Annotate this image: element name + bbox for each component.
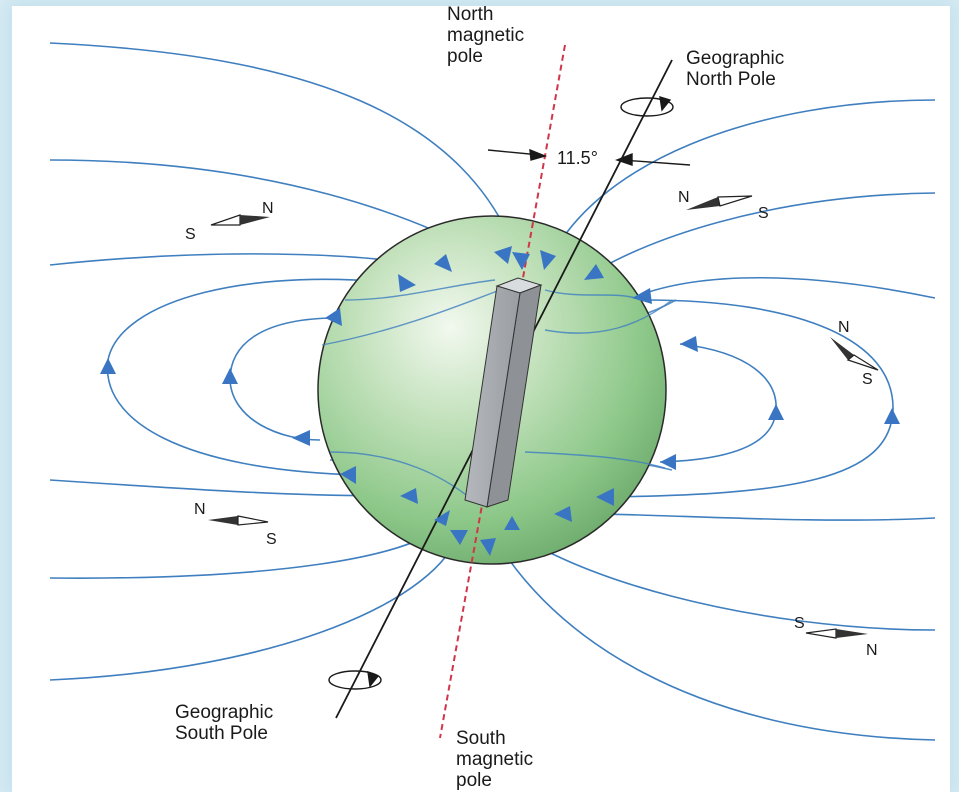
arrowhead — [340, 466, 356, 484]
north-magnetic-pole-label: North magnetic pole — [447, 6, 525, 67]
arrowhead — [450, 530, 468, 545]
compass-label-lower-left-s: S — [266, 531, 277, 548]
arrowhead — [884, 408, 900, 424]
arrowhead — [584, 264, 604, 280]
south-magnetic-pole-label: South magnetic pole — [456, 728, 534, 791]
arrowhead — [222, 368, 238, 384]
rotation-arrows — [328, 96, 674, 690]
compass-needle-lower-right — [805, 628, 868, 639]
compass-label-lower-left-n: N — [194, 501, 206, 518]
field-line — [49, 42, 523, 269]
tilt-angle-label: 11.5° — [557, 148, 598, 168]
magnetic-field-diagram — [49, 42, 936, 741]
field-line — [49, 529, 461, 681]
field-line — [631, 276, 936, 299]
compass-label-right-n: N — [838, 319, 850, 336]
field-line — [543, 99, 936, 273]
compass-label-upper-left-s: S — [185, 226, 196, 243]
compass-label-lower-right-s: S — [794, 615, 805, 632]
compass-label-upper-right-n: N — [678, 189, 690, 206]
south-rotation-arrow — [328, 670, 382, 690]
angle-markers — [487, 148, 691, 166]
compass-needle-lower-left — [208, 515, 269, 526]
arrowhead — [660, 454, 676, 470]
compass-needle-upper-right — [686, 195, 753, 210]
arrowhead — [504, 516, 520, 530]
arrowhead — [100, 358, 116, 374]
geographic-south-pole-label: Geographic South Pole — [175, 702, 274, 744]
arrowhead — [680, 336, 698, 352]
geographic-north-pole-label: Geographic North Pole — [686, 48, 785, 90]
arrowhead — [292, 430, 310, 446]
compass-label-right-s: S — [862, 371, 873, 388]
arrowhead — [494, 246, 512, 264]
arrowhead — [554, 506, 572, 522]
compass-label-upper-right-s: S — [758, 205, 769, 222]
compass-needle-upper-left — [210, 214, 270, 226]
compass-label-lower-right-n: N — [866, 642, 878, 659]
arrowhead — [632, 288, 652, 304]
field-line — [659, 343, 777, 463]
arrowhead — [768, 404, 784, 420]
field-arrows — [100, 246, 900, 556]
field-line — [229, 317, 331, 441]
compass-needle-right — [830, 337, 879, 371]
arrowhead — [434, 254, 452, 272]
arrowhead — [540, 250, 556, 270]
arrowhead — [398, 274, 416, 292]
compass-label-upper-left-n: N — [262, 200, 274, 217]
arrowhead — [512, 252, 530, 270]
arrowhead — [434, 510, 450, 526]
north-rotation-arrow — [620, 97, 674, 117]
arrowhead — [480, 538, 496, 556]
arrowhead — [596, 488, 614, 506]
diagram-frame: North magnetic pole Geographic North Pol… — [12, 6, 950, 792]
surface-field-lines — [321, 279, 673, 499]
arrowhead — [400, 488, 418, 504]
arrowhead — [325, 308, 342, 326]
bar-magnet — [464, 277, 543, 508]
